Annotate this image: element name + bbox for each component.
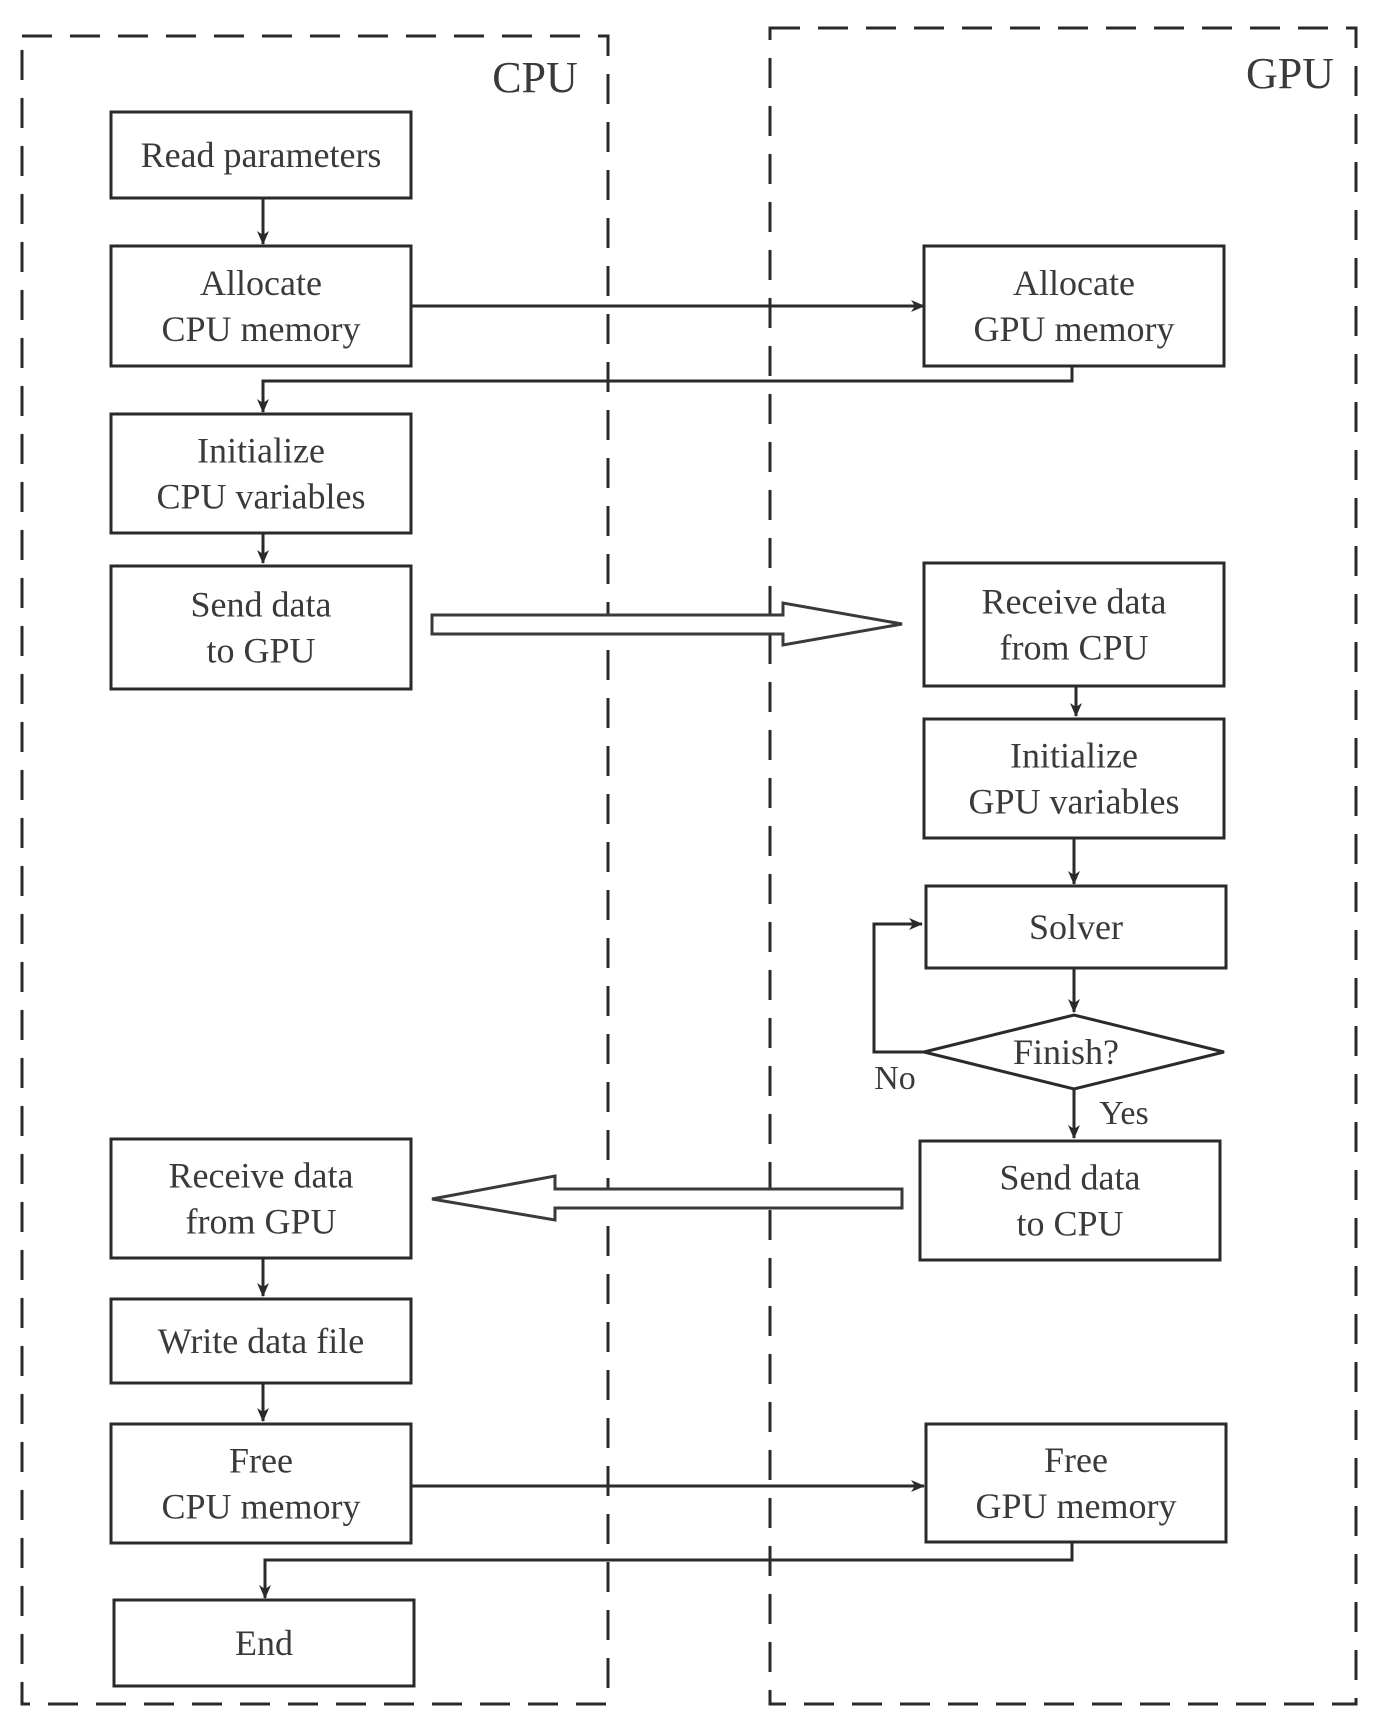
receive-data-from-gpu-box [109,1137,413,1260]
edge-allocate-gpu-to-init-cpu [257,366,1074,413]
cpu-region-border [20,34,610,1706]
send-data-to-gpu-node: Send data to GPU [109,564,413,691]
write-data-file-label-line-1: Write data file [158,1321,364,1361]
cpu-region-label: CPU [492,53,578,102]
send-data-to-gpu-label-line-2: to GPU [206,631,315,671]
send-data-to-cpu-node: Send data to CPU [918,1139,1222,1262]
gpu-region-border [768,26,1358,1706]
cpu-region: CPU [20,34,610,1706]
connectors [257,198,1082,1599]
receive-data-from-cpu-box [922,561,1226,688]
free-gpu-memory-box [924,1422,1228,1544]
receive-data-from-gpu-node: Receive data from GPU [109,1137,413,1260]
receive-data-from-cpu-node: Receive data from CPU [922,561,1226,688]
initialize-gpu-variables-label-line-2: GPU variables [969,782,1180,822]
send-data-to-gpu-box [109,564,413,691]
finish-decision-label: Finish? [1013,1032,1119,1072]
free-cpu-memory-label-line-2: CPU memory [161,1487,360,1527]
write-data-file-box [109,1297,413,1385]
read-parameters-box [109,110,413,200]
receive-data-from-gpu-label-line-2: from GPU [186,1202,337,1242]
initialize-gpu-variables-label-line-1: Initialize [1010,736,1138,776]
allocate-gpu-memory-label-line-1: Allocate [1013,263,1135,303]
free-gpu-memory-label-line-1: Free [1044,1440,1108,1480]
edge-label-yes: Yes [1099,1095,1148,1132]
initialize-gpu-variables-box [922,717,1226,840]
end-label-line-1: End [235,1623,293,1663]
finish-decision-diamond [923,1013,1225,1091]
send-data-to-cpu-box [918,1139,1222,1262]
receive-data-from-cpu-label-line-1: Receive data [982,582,1167,622]
send-data-to-gpu-label-line-1: Send data [191,585,332,625]
transfer-arrow-to-cpu [431,1174,904,1222]
solver-label-line-1: Solver [1029,907,1123,947]
allocate-cpu-memory-box [109,244,413,368]
allocate-gpu-memory-box [922,244,1226,368]
allocate-cpu-memory-label-line-2: CPU memory [161,309,360,349]
receive-data-from-cpu-label-line-2: from CPU [999,628,1148,668]
solver-box [924,884,1228,970]
solver-node: Solver [924,884,1228,970]
initialize-cpu-variables-label-line-2: CPU variables [157,477,366,517]
gpu-region-label: GPU [1246,49,1334,98]
receive-data-from-gpu-label-line-1: Receive data [169,1156,354,1196]
free-cpu-memory-label-line-1: Free [229,1441,293,1481]
allocate-gpu-memory-label-line-2: GPU memory [974,309,1175,349]
transfer-arrow-to-gpu [430,601,903,647]
edge-label-no: No [874,1060,916,1097]
end-box [112,1598,416,1688]
free-gpu-memory-label-line-2: GPU memory [976,1486,1177,1526]
read-parameters-node: Read parameters [109,110,413,200]
send-data-to-cpu-label-line-1: Send data [1000,1158,1141,1198]
initialize-cpu-variables-label-line-1: Initialize [197,431,325,471]
edge-finish-no-loop [872,918,924,1054]
initialize-cpu-variables-box [109,412,413,535]
read-parameters-label-line-1: Read parameters [141,135,382,175]
gpu-region: GPU [768,26,1358,1706]
edge-free-gpu-to-end [259,1542,1074,1599]
free-cpu-memory-box [109,1422,413,1545]
allocate-cpu-memory-label-line-1: Allocate [200,263,322,303]
end-node: End [112,1598,416,1688]
send-data-to-cpu-label-line-2: to CPU [1016,1204,1123,1244]
write-data-file-node: Write data file [109,1297,413,1385]
